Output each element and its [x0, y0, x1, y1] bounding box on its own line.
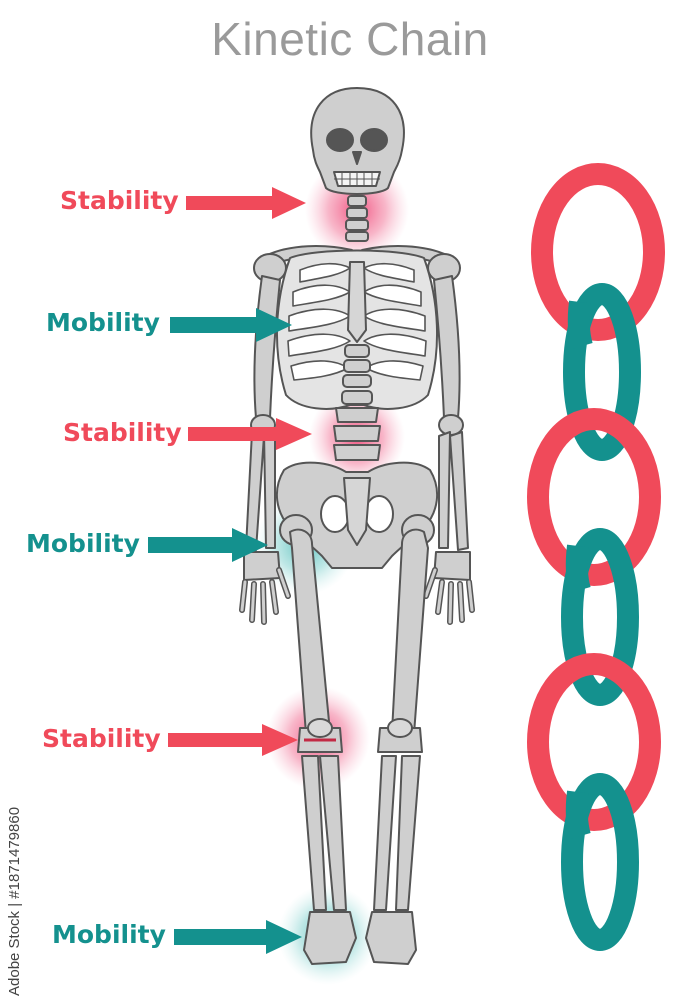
label-hip-mobility: Mobility	[26, 529, 140, 558]
neck-arrow	[186, 187, 306, 219]
lumbar-arrow	[188, 418, 312, 450]
label-knee-stability: Stability	[42, 724, 161, 753]
page-title: Kinetic Chain	[0, 12, 700, 66]
label-lumbar-stability: Stability	[63, 418, 182, 447]
left-foot	[304, 912, 356, 964]
label-ankle-mobility: Mobility	[52, 920, 166, 949]
chain	[538, 174, 654, 940]
label-neck-stability: Stability	[60, 186, 179, 215]
stock-watermark: Adobe Stock | #1871479860	[6, 807, 23, 996]
label-thoracic-mobility: Mobility	[46, 308, 160, 337]
right-foot	[366, 912, 416, 964]
right-femur	[392, 530, 428, 734]
